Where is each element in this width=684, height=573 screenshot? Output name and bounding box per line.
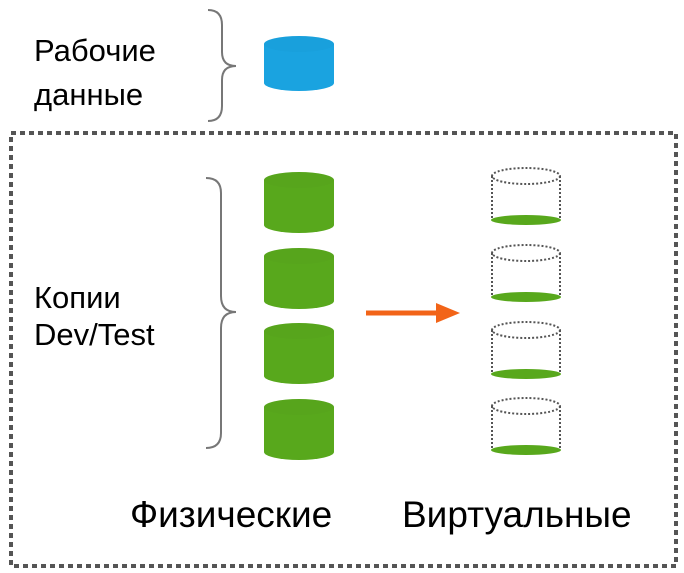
production-data-label-line1: Рабочие [34,33,156,68]
dev-test-copies-label-line2: Dev/Test [34,317,155,352]
production-data-label-line2: данные [34,77,144,112]
physical-database-icon [264,323,334,384]
physical-caption: Физические [130,494,333,535]
physical-database-icon [264,399,334,460]
virtualization-arrow-icon [366,303,460,323]
virtual-database-icon [491,244,561,302]
virtual-caption: Виртуальные [402,494,632,535]
dev-test-copies-label-line1: Копии [34,280,121,315]
virtual-database-icon [491,397,561,455]
production-brace [207,9,237,122]
virtual-database-icon [491,321,561,379]
production-database-icon [264,36,334,91]
virtual-database-icon [491,167,561,225]
physical-database-icon [264,248,334,309]
physical-database-icon [264,172,334,233]
copies-brace [205,177,237,449]
